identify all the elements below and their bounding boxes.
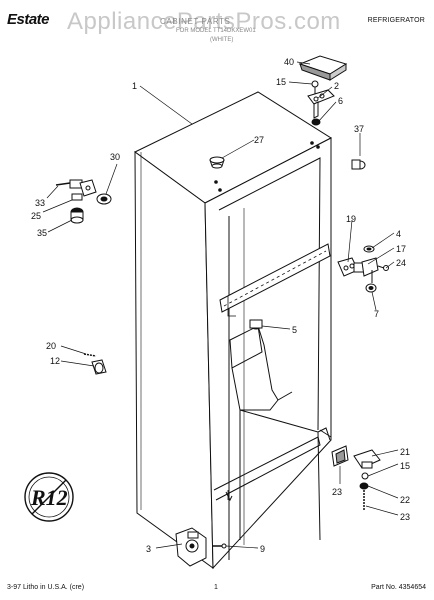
callout-19: 20	[46, 341, 56, 351]
diagram-subtitle: FOR MODEL TT14DKXEW01	[176, 28, 256, 34]
callout-35: 37	[354, 124, 364, 134]
callout-24: 25	[31, 211, 41, 221]
callout-4: 4	[396, 229, 401, 239]
callout-21: 22	[400, 495, 410, 505]
left-hinge-parts	[55, 179, 112, 224]
diagram-title: CABINET PARTS	[160, 17, 231, 26]
callout-1: 1	[132, 81, 137, 91]
callout-20: 21	[400, 447, 410, 457]
callout-leaders	[42, 61, 399, 549]
callout-numbers: 1 40 15 2 6 37 27 30 33 25 35 19 4 17 24…	[31, 57, 410, 554]
part-number: Part No. 4354654	[371, 584, 426, 591]
callout-27: 27	[254, 135, 264, 145]
cabinet-plug	[351, 159, 366, 170]
bottom-hinge-assembly	[331, 445, 381, 510]
diagram-subtitle-color: (WHITE)	[210, 37, 234, 43]
callout-15-top: 15	[276, 77, 286, 87]
leveling-leg-assembly	[175, 527, 227, 567]
callout-37: 35	[37, 228, 47, 238]
center-hinge-assembly	[337, 245, 389, 293]
hinge-cover	[298, 55, 348, 81]
page-number: 1	[214, 584, 218, 591]
callout-22: 23	[400, 512, 410, 522]
watermark: AppliancePartsPros.com	[67, 8, 341, 35]
litho-note: 3-97 Litho in U.S.A. (cre)	[7, 584, 85, 591]
callout-12: 12	[50, 356, 60, 366]
callout-9: 9	[260, 544, 265, 554]
r12-badge	[24, 472, 74, 522]
callout-15-bottom: 15	[400, 461, 410, 471]
brand-logo: Estate	[7, 11, 50, 28]
r12-badge-text: R12	[30, 485, 68, 510]
callout-17: 19	[346, 214, 356, 224]
callout-5: 5	[292, 325, 297, 335]
cabinet-shell	[134, 91, 333, 570]
callout-6: 6	[338, 96, 343, 106]
callout-23: 23	[332, 487, 342, 497]
callout-33: 33	[35, 198, 45, 208]
callout-40: 40	[284, 57, 294, 67]
callout-2: 2	[334, 81, 339, 91]
door-stop-parts	[83, 353, 107, 375]
callout-3: 3	[146, 544, 151, 554]
section-label: REFRIGERATOR	[367, 17, 425, 24]
callout-16: 17	[396, 244, 406, 254]
callout-25: 24	[396, 258, 406, 268]
callout-7: 7	[374, 309, 379, 319]
top-hinge-assembly	[307, 80, 335, 126]
shelf-support	[249, 319, 263, 330]
callout-30: 30	[110, 152, 120, 162]
